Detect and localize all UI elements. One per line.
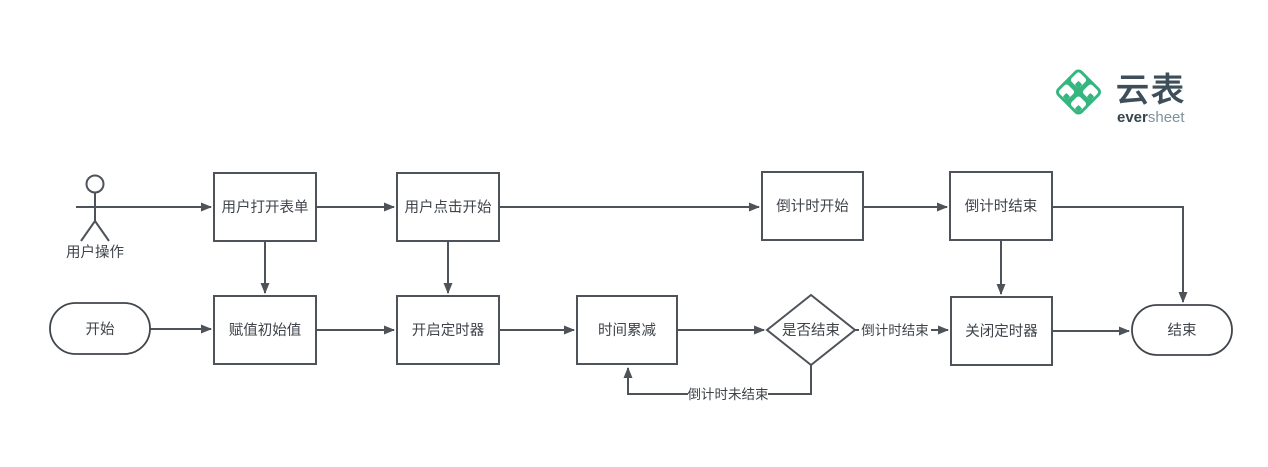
node-decision-is-finished	[765, 293, 857, 367]
process-nodes-top	[213, 171, 1053, 242]
edge-label-countdown-not-finished: 倒计时未结束	[688, 387, 769, 402]
node-decision-label: 是否结束	[782, 322, 840, 339]
logo-wordmark: 云表	[1116, 71, 1186, 108]
actor-user-icon	[76, 174, 114, 242]
node-click-start	[396, 172, 500, 242]
node-end-terminal	[1131, 304, 1233, 356]
edge-label-bg	[688, 386, 768, 403]
node-open-timer-label: 开启定时器	[412, 322, 485, 339]
node-click-start-label: 用户点击开始	[405, 199, 492, 216]
node-end-label: 结束	[1168, 322, 1197, 339]
node-close-timer-label: 关闭定时器	[965, 323, 1038, 340]
edge-countdown-end-to-end	[1052, 206, 1188, 303]
node-start-label: 开始	[86, 321, 115, 338]
node-assign-initial	[213, 295, 317, 365]
process-nodes-bottom	[213, 295, 1053, 366]
eversheet-logo: 云表 eversheet	[1056, 69, 1186, 126]
node-start-terminal	[49, 302, 151, 355]
node-open-timer	[396, 295, 500, 365]
edge-label-countdown-finished: 倒计时结束	[861, 323, 929, 338]
edges	[114, 202, 1188, 395]
actor-label: 用户操作	[66, 244, 124, 261]
node-countdown-end-label: 倒计时结束	[965, 198, 1038, 215]
eversheet-logo-icon	[1056, 69, 1101, 115]
node-time-decrease-label: 时间累减	[598, 322, 656, 339]
node-countdown-end	[949, 171, 1053, 241]
node-open-form-label: 用户打开表单	[222, 199, 309, 216]
node-assign-initial-label: 赋值初始值	[229, 322, 302, 339]
node-countdown-start-label: 倒计时开始	[776, 198, 849, 215]
node-time-decrease	[576, 295, 678, 365]
logo-brand-bold: ever	[1117, 109, 1148, 126]
logo-brand-text: eversheet	[1117, 109, 1185, 126]
node-open-form	[213, 172, 317, 242]
logo-brand-light: sheet	[1148, 109, 1186, 126]
node-close-timer	[950, 296, 1053, 366]
edge-label-bg	[859, 322, 931, 339]
node-countdown-start	[761, 171, 864, 241]
